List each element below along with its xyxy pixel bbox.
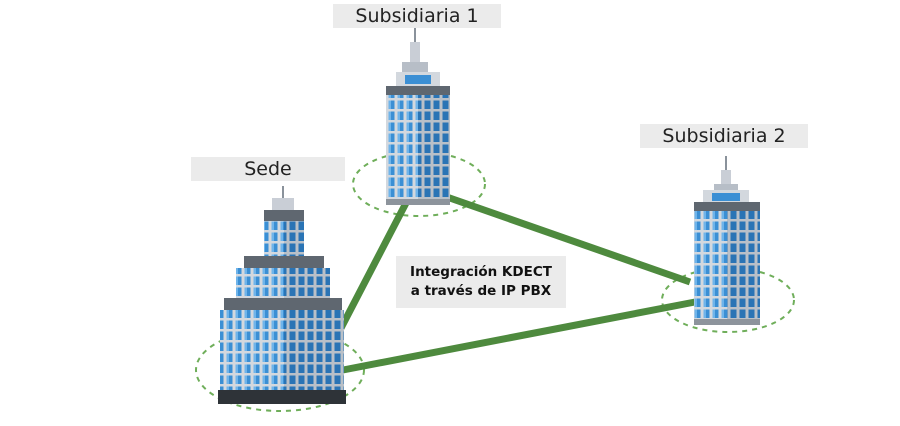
subsidiary1-label: Subsidiaria 1 [333,4,501,28]
caption-line-2: a través de IP PBX [410,283,552,299]
office-tower-icon [386,28,450,205]
headquarters-building-icon [218,186,346,404]
link-hq-subsidiary2 [342,298,696,374]
subsidiary2-label: Subsidiaria 2 [640,124,808,148]
headquarters-label: Sede [191,157,345,181]
integration-caption: Integración KDECT a través de IP PBX [396,256,566,308]
caption-line-1: Integración KDECT [410,264,552,280]
ring-subsidiary1 [352,151,486,217]
link-subsidiary1-subsidiary2 [442,192,692,286]
office-tower-icon [694,156,760,325]
ring-subsidiary2 [661,267,795,333]
link-hq-subsidiary1 [336,201,410,332]
